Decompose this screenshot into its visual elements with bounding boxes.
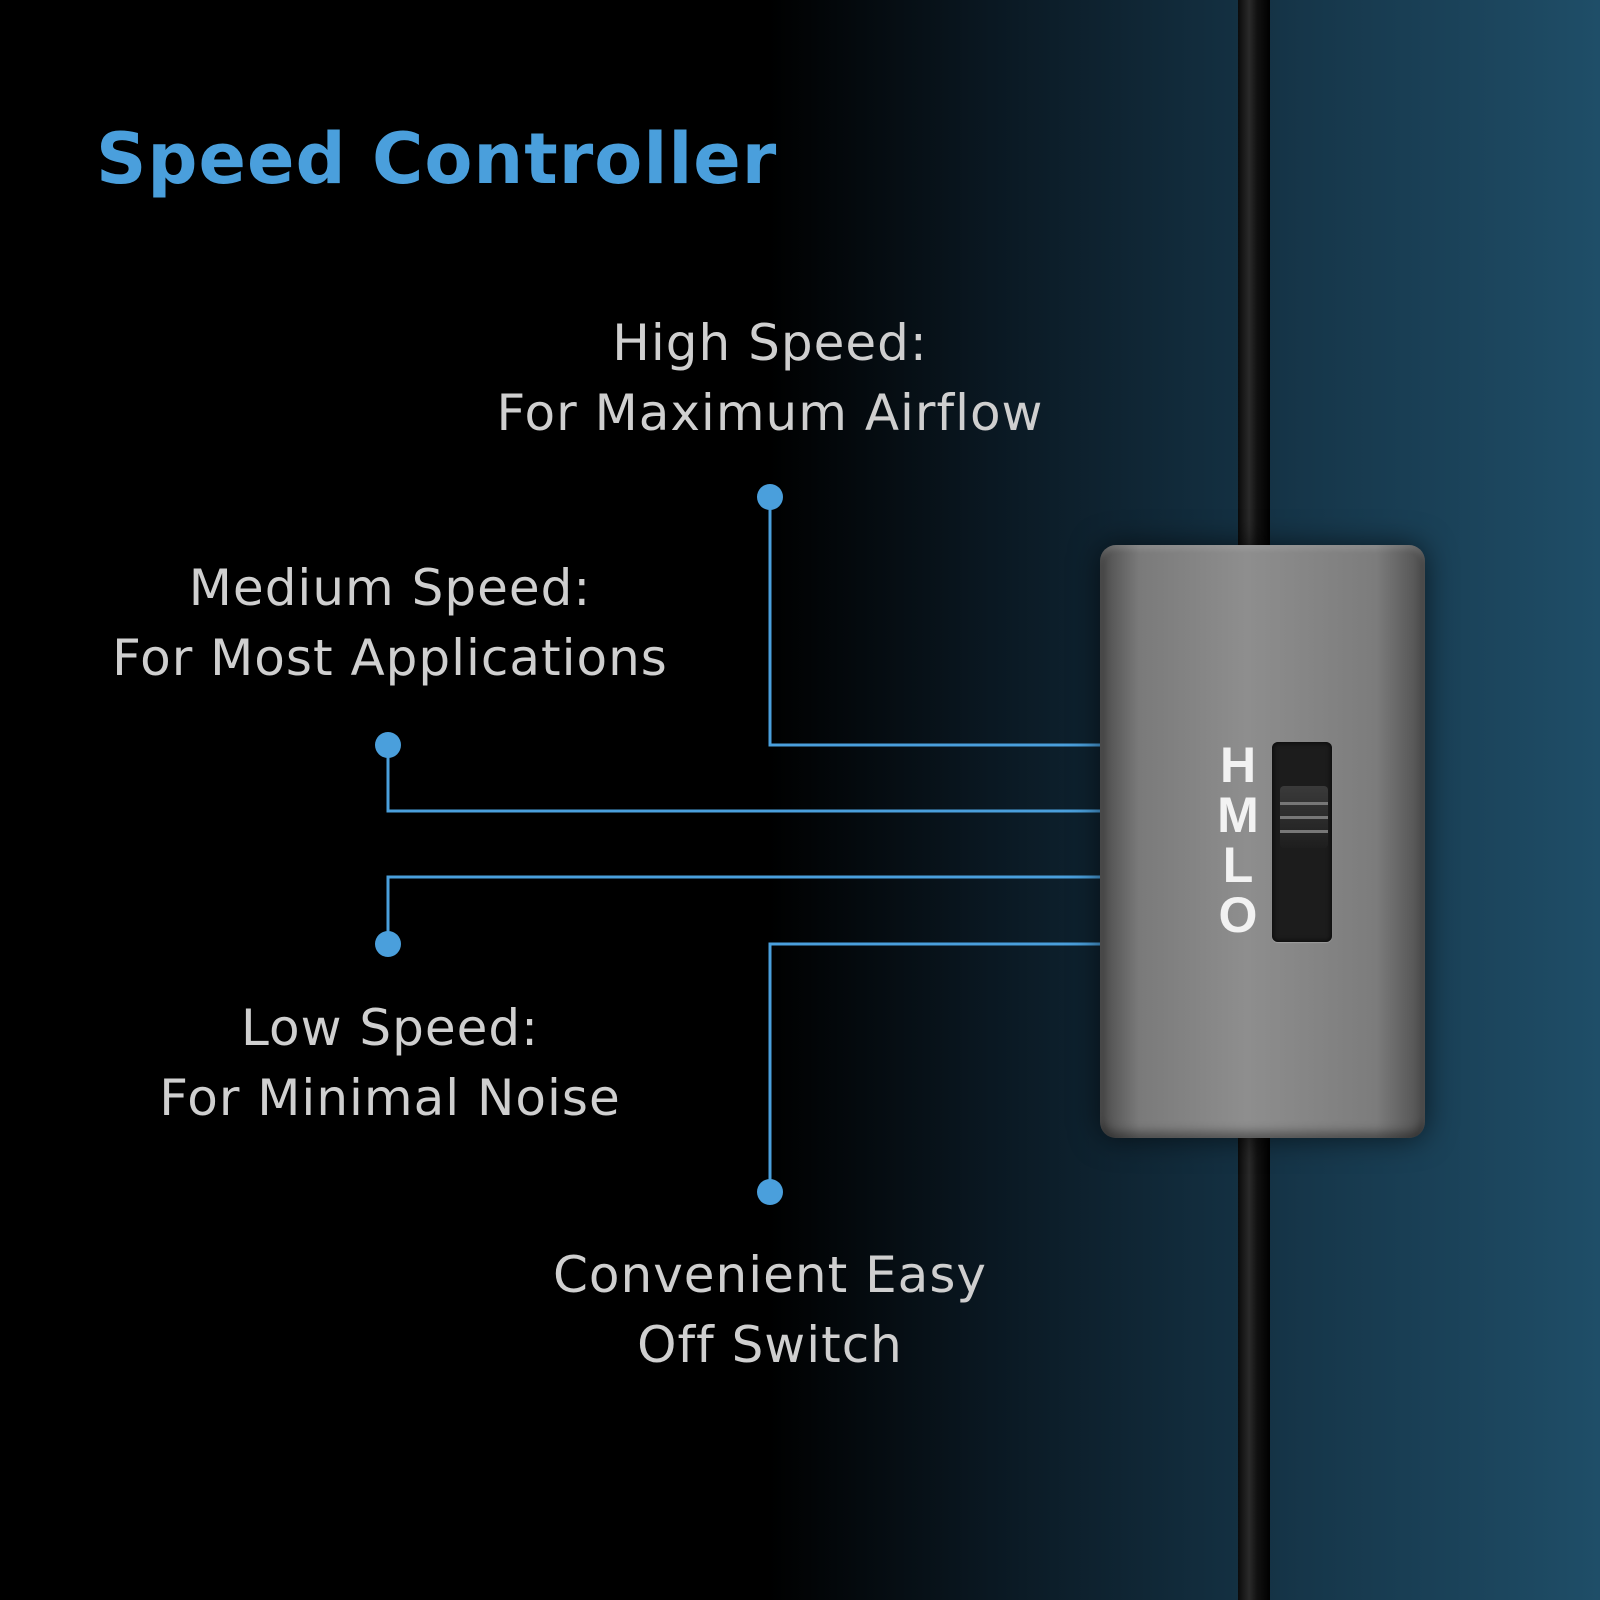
medium-callout-dot bbox=[375, 732, 401, 758]
off-switch-description: Off Switch bbox=[637, 1316, 903, 1374]
high-speed-heading: High Speed: bbox=[612, 314, 928, 372]
off-callout-dot bbox=[757, 1179, 783, 1205]
off-switch-label: Convenient Easy Off Switch bbox=[470, 1240, 1070, 1380]
low-callout-dot bbox=[375, 931, 401, 957]
high-speed-label: High Speed: For Maximum Airflow bbox=[470, 308, 1070, 448]
speed-controller-device bbox=[1100, 545, 1425, 1138]
switch-position-labels: H M L O bbox=[1208, 740, 1268, 940]
off-switch-heading: Convenient Easy bbox=[553, 1246, 987, 1304]
medium-speed-description: For Most Applications bbox=[112, 629, 668, 687]
position-o: O bbox=[1218, 887, 1258, 943]
high-callout-line bbox=[768, 497, 1100, 747]
medium-callout-line bbox=[386, 745, 1100, 813]
slider-knob[interactable] bbox=[1280, 786, 1328, 848]
low-speed-description: For Minimal Noise bbox=[159, 1069, 621, 1127]
medium-speed-heading: Medium Speed: bbox=[188, 559, 592, 617]
low-speed-label: Low Speed: For Minimal Noise bbox=[40, 993, 740, 1133]
high-speed-description: For Maximum Airflow bbox=[496, 384, 1044, 442]
page-title: Speed Controller bbox=[96, 118, 778, 200]
low-speed-heading: Low Speed: bbox=[241, 999, 539, 1057]
position-l: L bbox=[1222, 837, 1254, 893]
high-callout-dot bbox=[757, 484, 783, 510]
off-callout-line bbox=[768, 942, 1100, 1192]
position-h: H bbox=[1219, 737, 1257, 793]
medium-speed-label: Medium Speed: For Most Applications bbox=[40, 553, 740, 693]
position-m: M bbox=[1217, 787, 1259, 843]
low-callout-line bbox=[386, 875, 1100, 944]
